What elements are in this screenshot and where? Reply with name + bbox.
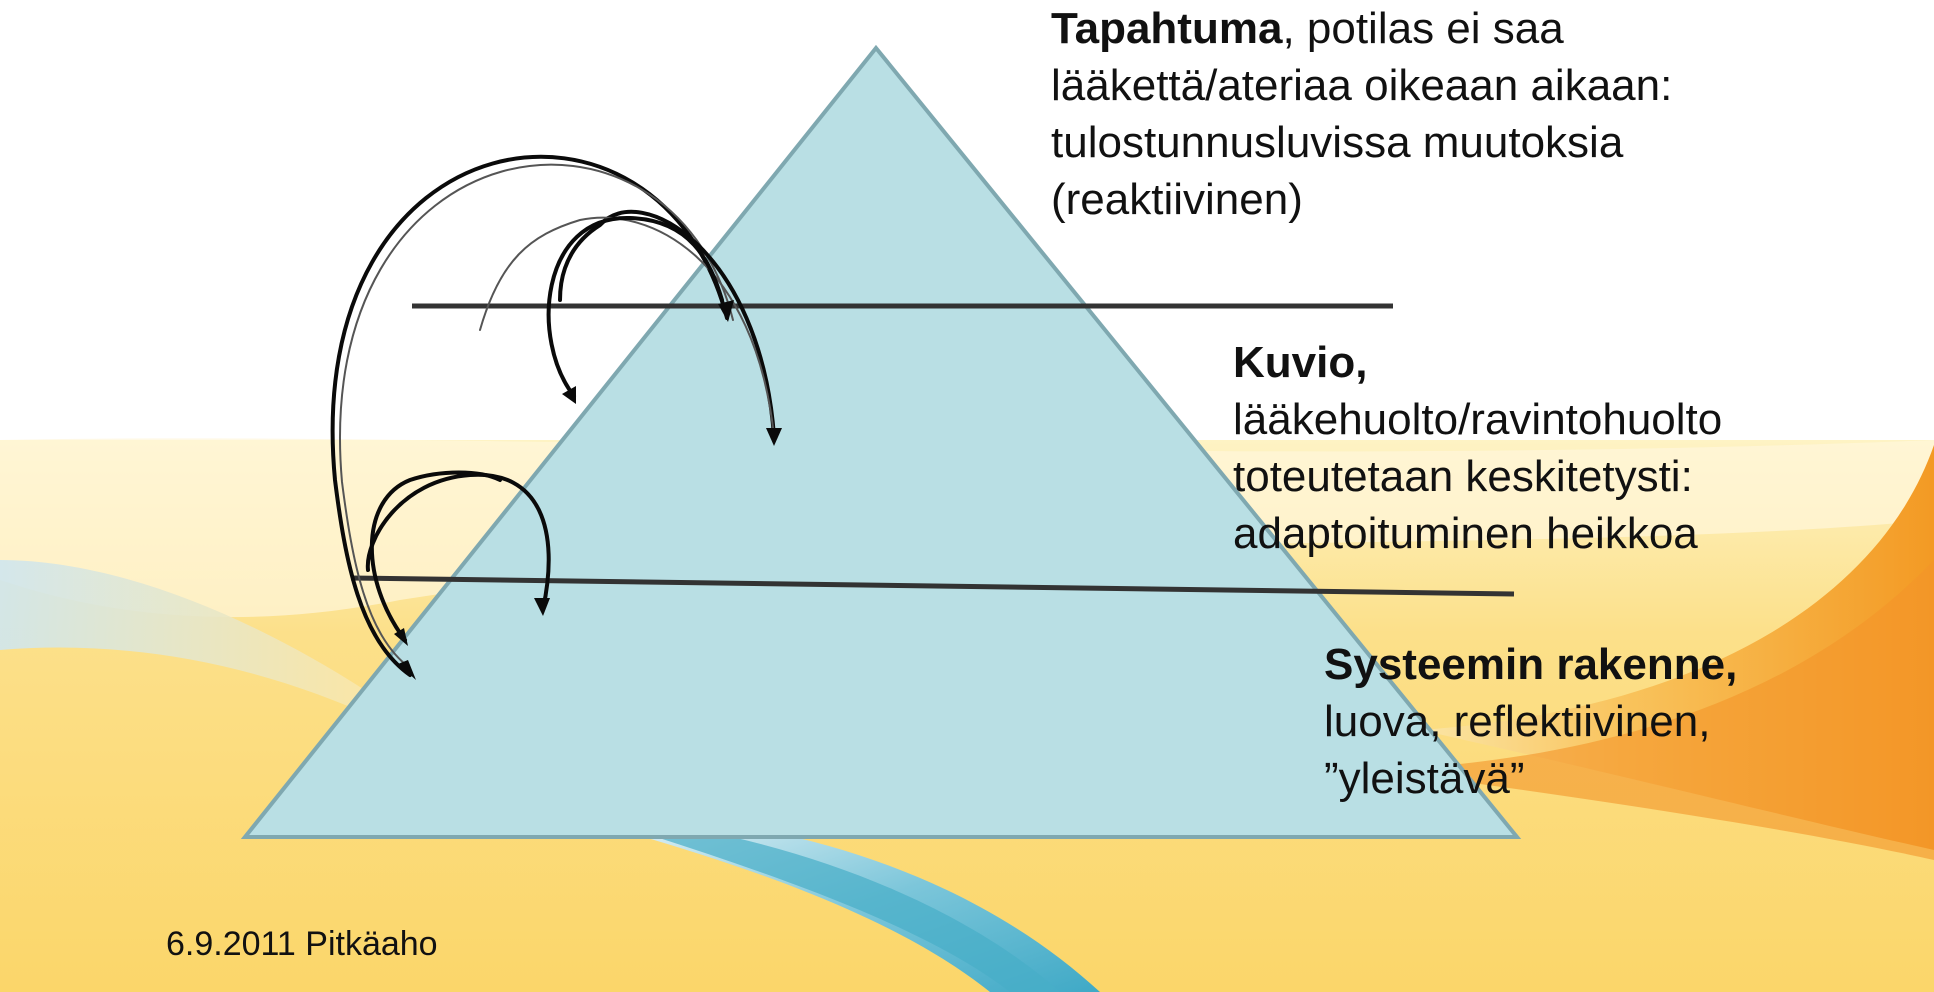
level-title-structure: Systeemin rakenne,	[1324, 640, 1738, 689]
level-event-line-3: (reaktiivinen)	[1051, 175, 1303, 224]
footer-date-author: 6.9.2011 Pitkäaho	[166, 925, 438, 963]
level-label-structure: Systeemin rakenne, luova, reflektiivinen…	[1324, 636, 1924, 807]
arrowhead-lower-right	[534, 598, 550, 616]
level-label-pattern: Kuvio, lääkehuolto/ravintohuolto toteute…	[1233, 334, 1923, 562]
background-left-blue-swoosh	[0, 560, 380, 720]
pyramid-triangle	[240, 44, 1522, 839]
arrow-lower-left	[369, 470, 502, 642]
level-pattern-line-2: toteutetaan keskitetysti:	[1233, 452, 1693, 501]
level-event-line-2: tulostunnusluvissa muutoksia	[1051, 118, 1624, 167]
arrowhead-upper-small	[562, 386, 576, 404]
level-event-line-1: lääkettä/ateriaa oikeaan aikaan:	[1051, 61, 1673, 110]
arrowhead-lower-left	[394, 628, 408, 646]
arrowhead-outer-loop	[398, 660, 416, 680]
arrowhead-big-upper	[766, 428, 782, 446]
level-title-event-rest: , potilas ei saa	[1282, 4, 1564, 53]
arrowhead-upper-top	[718, 300, 734, 322]
divider-line-lower	[350, 575, 1515, 597]
arrow-upper-small	[546, 215, 724, 398]
level-pattern-line-1: lääkehuolto/ravintohuolto	[1233, 395, 1723, 444]
background-blue-ribbon-shade	[650, 830, 1060, 992]
arrow-outer-loop-shadow	[339, 163, 734, 669]
background-orange-glow	[1380, 560, 1934, 860]
arrow-lower-right	[365, 472, 551, 611]
level-structure-line-1: luova, reflektiivinen,	[1324, 697, 1711, 746]
arrow-big-upper-track	[479, 216, 775, 437]
level-title-event: Tapahtuma	[1051, 4, 1283, 53]
level-pattern-line-3: adaptoituminen heikkoa	[1233, 509, 1698, 558]
arrow-big-upper	[558, 209, 776, 438]
level-structure-line-2: ”yleistävä”	[1324, 754, 1525, 803]
level-label-event: Tapahtuma, potilas ei saa lääkettä/ateri…	[1051, 0, 1911, 228]
level-title-pattern: Kuvio,	[1233, 338, 1368, 387]
